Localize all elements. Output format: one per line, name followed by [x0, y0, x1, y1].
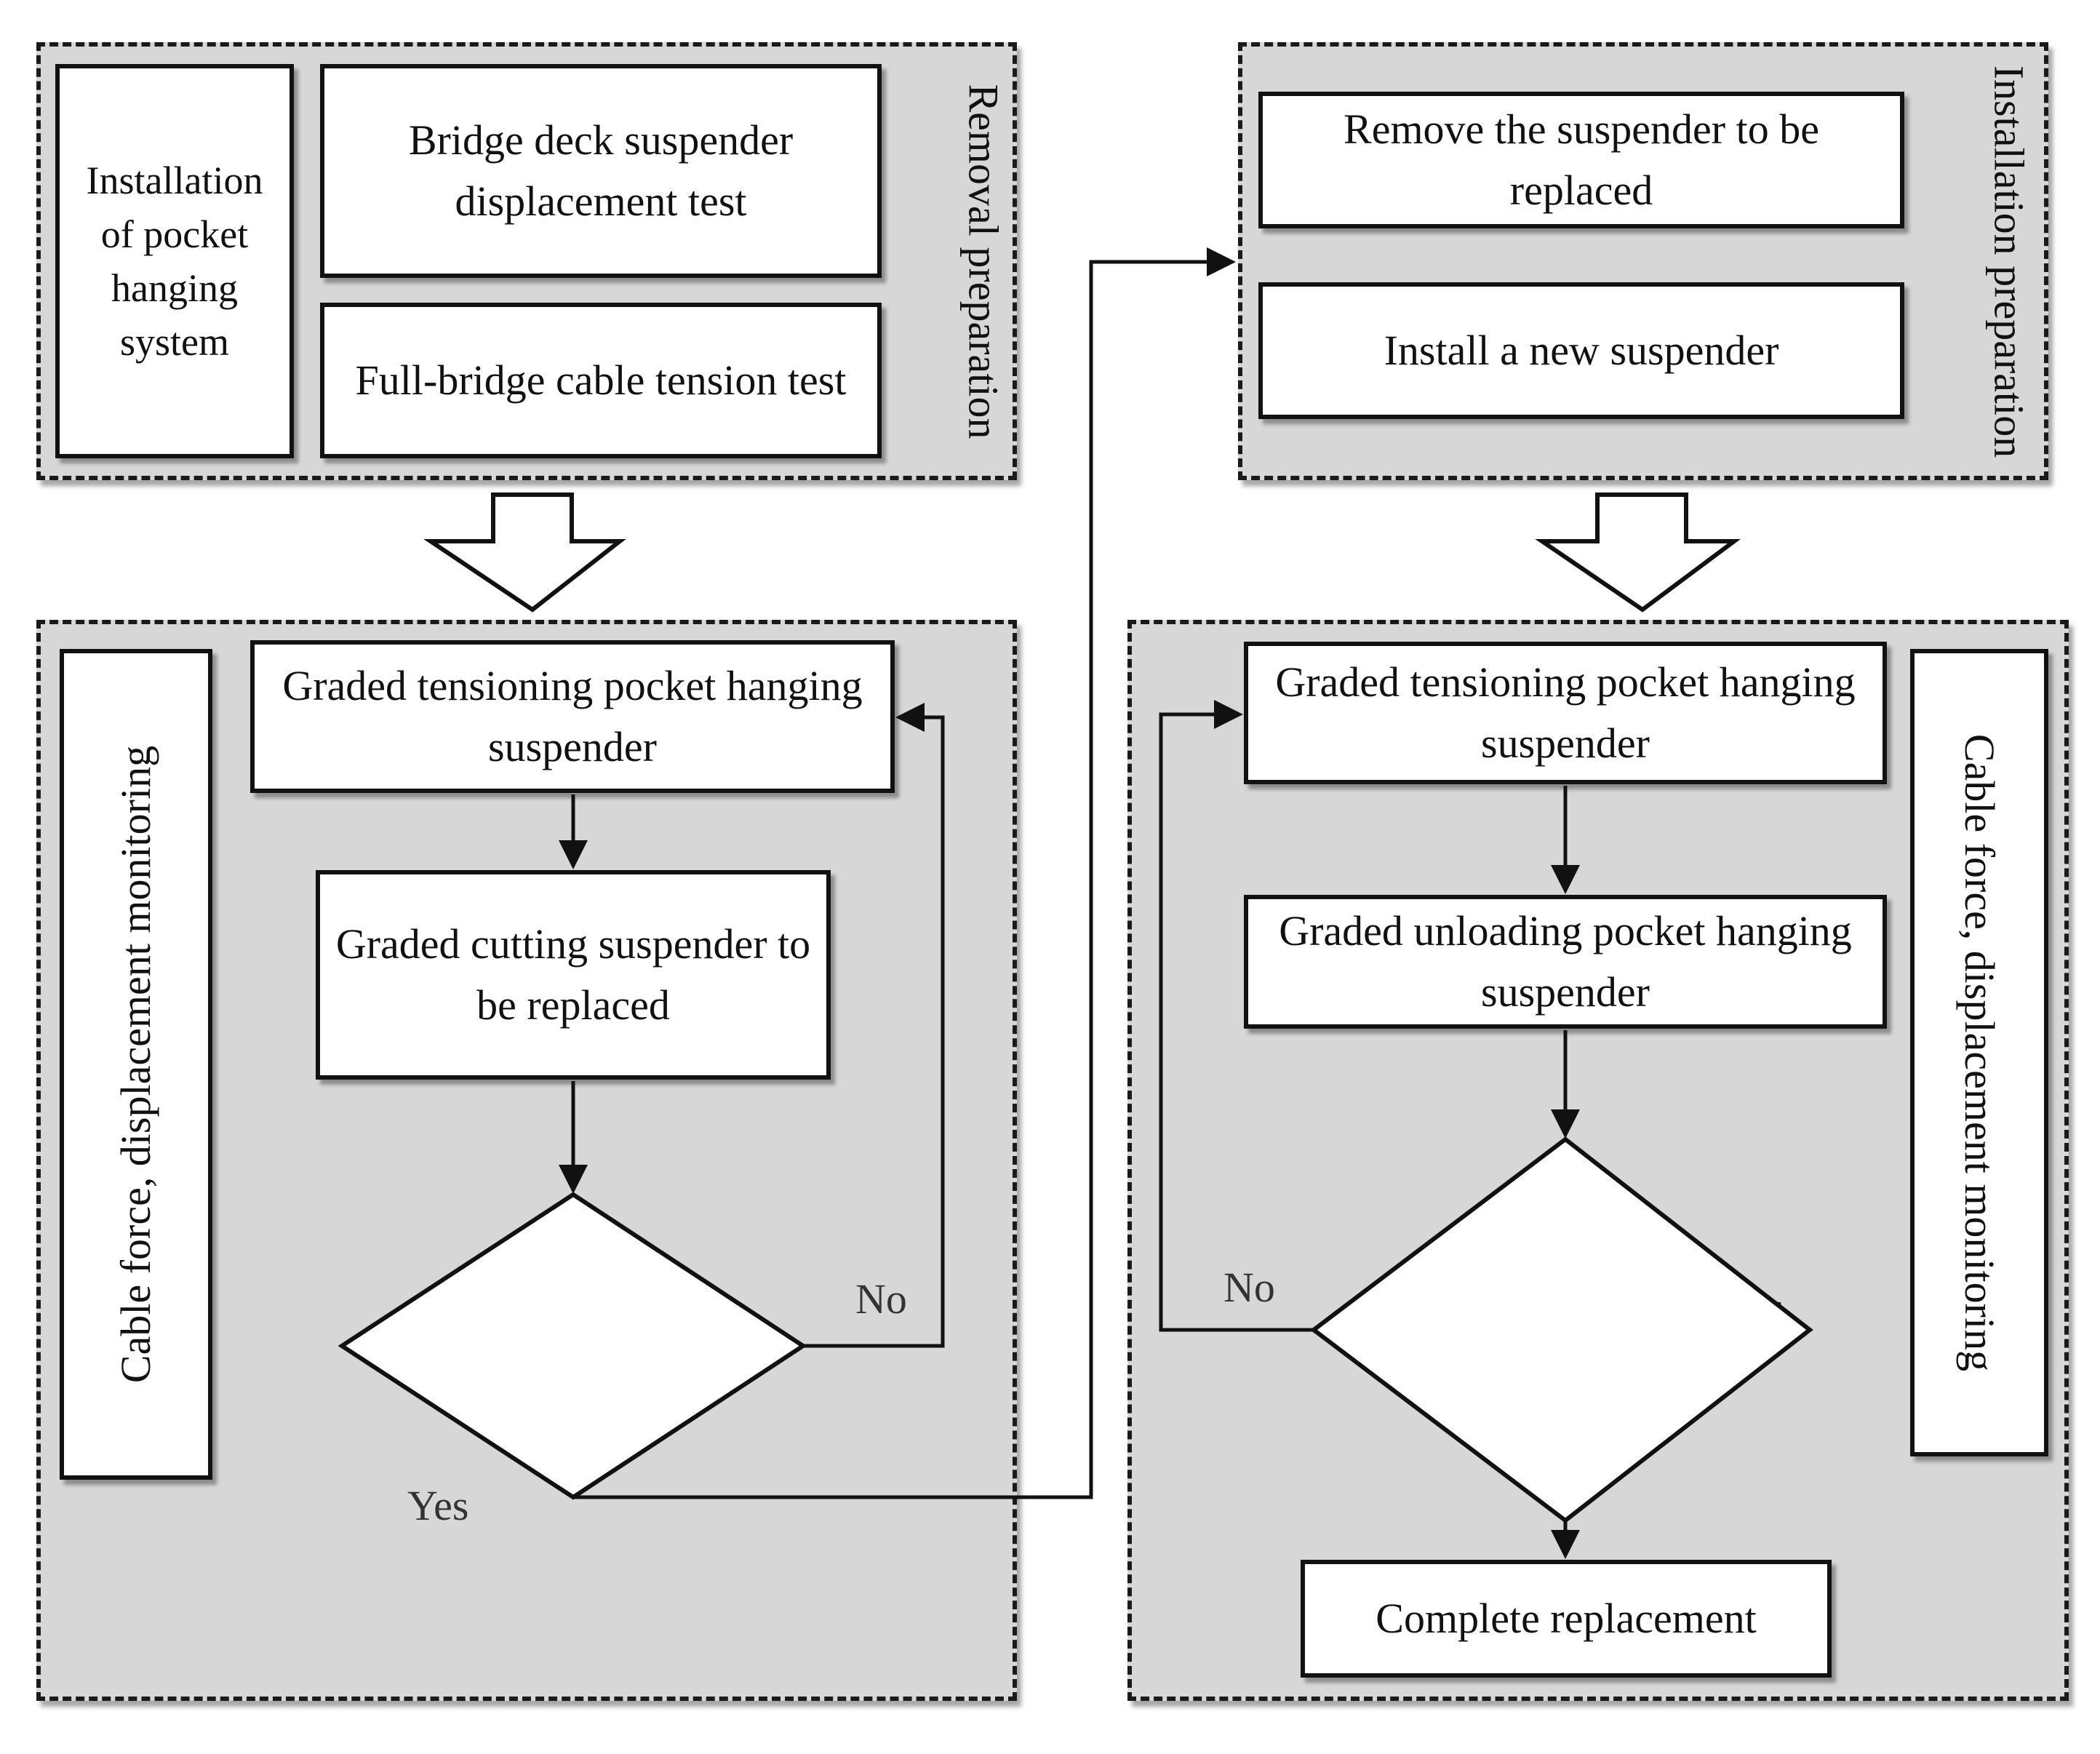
deck-test-box: Bridge deck suspender displacement test — [320, 64, 882, 278]
cut-tension-text: Graded tensioning pocket hanging suspend… — [282, 662, 863, 770]
block-arrow-right — [1535, 493, 1741, 613]
install-pocket-box: Installation of pocket hanging system — [55, 64, 294, 458]
cutting-monitor-box: Cable force, displacement monitoring — [60, 649, 212, 1480]
cut-no-label: No — [855, 1275, 907, 1323]
block-arrow-left — [423, 493, 626, 613]
cut-yes-label: Yes — [407, 1482, 469, 1529]
install-pocket-text: Installation of pocket hanging system — [86, 159, 263, 364]
unload-box: Graded unloading pocket hanging suspende… — [1244, 895, 1887, 1029]
cut-decision-text: Whether all cut — [444, 1326, 705, 1373]
unload-no-label: No — [1223, 1264, 1275, 1311]
unload-tension-text: Graded tensioning pocket hanging suspend… — [1275, 658, 1856, 767]
cutting-monitor-text: Cable force, displacement monitoring — [112, 745, 159, 1384]
unloading-monitor-text: Cable force, displacement monitoring — [1956, 733, 2003, 1372]
unload-tension-box: Graded tensioning pocket hanging suspend… — [1244, 642, 1887, 784]
removal-preparation-label: Removal preparation — [959, 84, 1007, 439]
complete-text: Complete replacement — [1376, 1595, 1757, 1642]
unload-text: Graded unloading pocket hanging suspende… — [1279, 907, 1852, 1016]
deck-test-text: Bridge deck suspender displacement test — [408, 116, 794, 225]
remove-suspender-box: Remove the suspender to be replaced — [1258, 92, 1904, 228]
cut-text: Graded cutting suspender to be replaced — [335, 920, 811, 1029]
unloading-monitor-box: Cable force, displacement monitoring — [1910, 649, 2048, 1456]
remove-suspender-text: Remove the suspender to be replaced — [1344, 105, 1819, 214]
cable-test-box: Full-bridge cable tension test — [320, 303, 882, 458]
unload-decision-text: Whether the unloading is finished — [1358, 1284, 1784, 1392]
install-new-box: Install a new suspender — [1258, 282, 1904, 419]
cable-test-text: Full-bridge cable tension test — [355, 356, 847, 404]
installation-preparation-label: Installation preparation — [1985, 65, 2033, 458]
complete-box: Complete replacement — [1301, 1560, 1832, 1678]
cut-box: Graded cutting suspender to be replaced — [316, 870, 831, 1080]
cut-tension-box: Graded tensioning pocket hanging suspend… — [250, 640, 895, 793]
install-new-text: Install a new suspender — [1384, 327, 1779, 374]
